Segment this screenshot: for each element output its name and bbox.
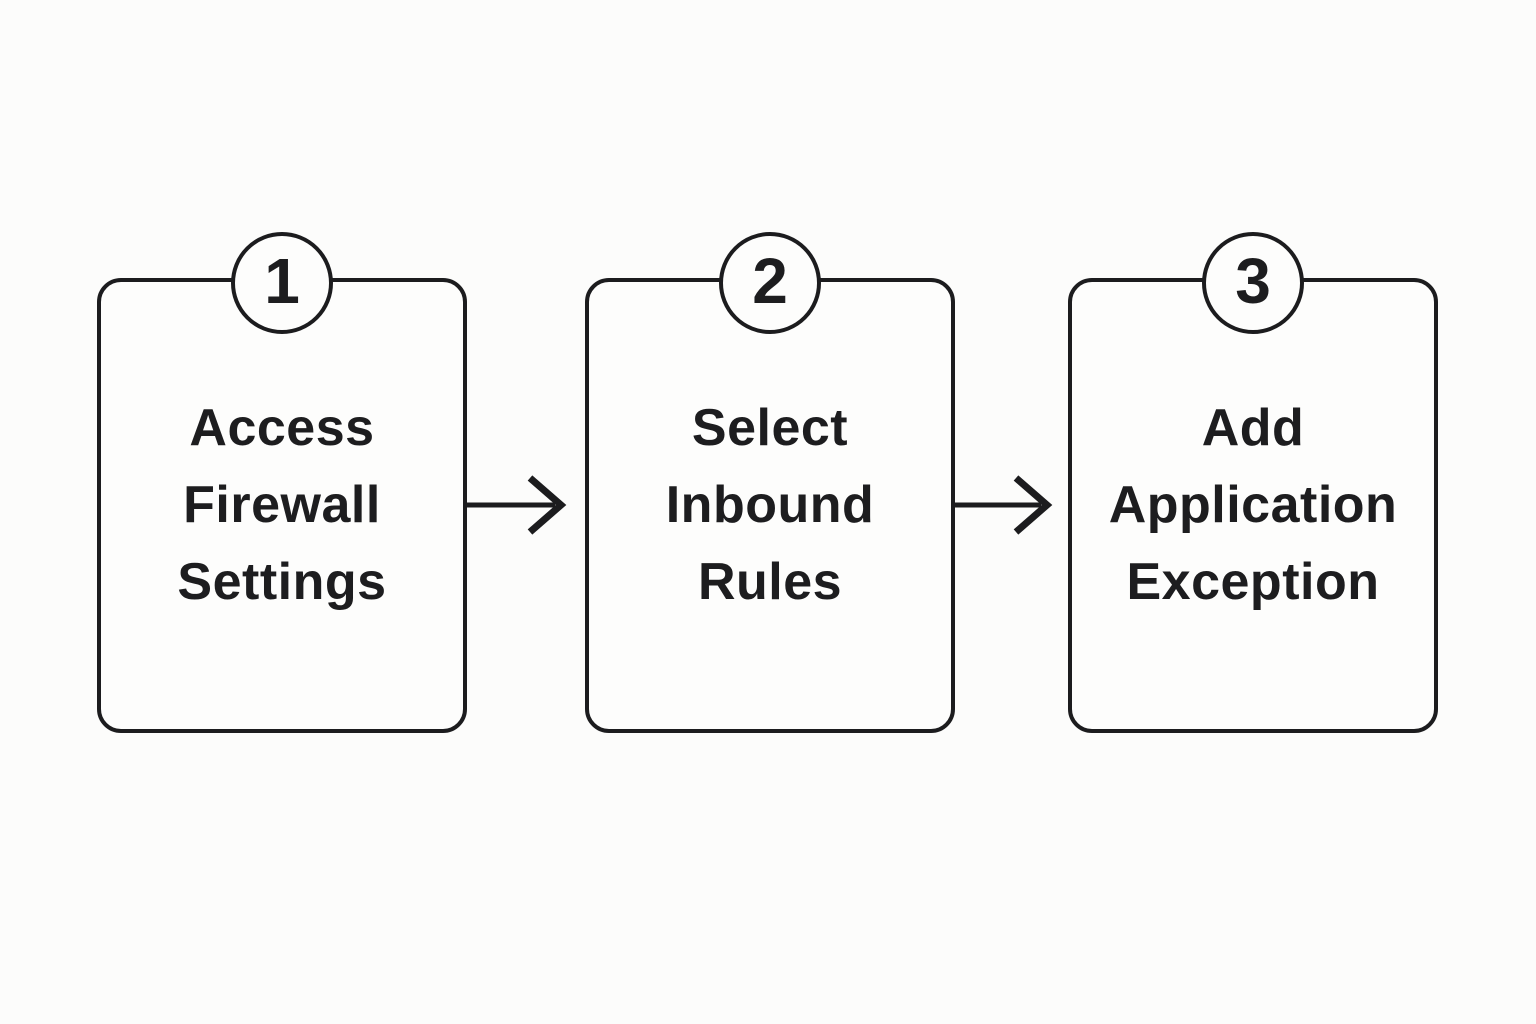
step-label-line: Application bbox=[1108, 476, 1398, 534]
step-label: Add Application Exception bbox=[1109, 390, 1398, 621]
step-card-access-firewall-settings: 1 Access Firewall Settings bbox=[97, 232, 467, 733]
step-label: Access Firewall Settings bbox=[177, 390, 386, 621]
step-label-line: Settings bbox=[177, 553, 387, 611]
step-number: 3 bbox=[1235, 245, 1271, 317]
step-card-add-application-exception: 3 Add Application Exception bbox=[1068, 232, 1438, 733]
arrow-right-icon bbox=[467, 475, 567, 535]
step-number: 2 bbox=[752, 245, 788, 317]
step-label-line: Rules bbox=[697, 553, 843, 611]
step-label-line: Select bbox=[691, 399, 849, 457]
step-label: Select Inbound Rules bbox=[666, 390, 875, 621]
step-number-badge: 2 bbox=[719, 232, 821, 334]
step-number-badge: 1 bbox=[231, 232, 333, 334]
step-label-line: Firewall bbox=[183, 476, 381, 534]
step-number: 1 bbox=[264, 245, 300, 317]
step-label-line: Access bbox=[189, 399, 375, 457]
step-label-line: Inbound bbox=[665, 476, 875, 534]
arrow-right-icon bbox=[953, 475, 1053, 535]
step-card-select-inbound-rules: 2 Select Inbound Rules bbox=[585, 232, 955, 733]
step-label-line: Exception bbox=[1126, 553, 1380, 611]
step-label-line: Add bbox=[1201, 399, 1305, 457]
step-number-badge: 3 bbox=[1202, 232, 1304, 334]
